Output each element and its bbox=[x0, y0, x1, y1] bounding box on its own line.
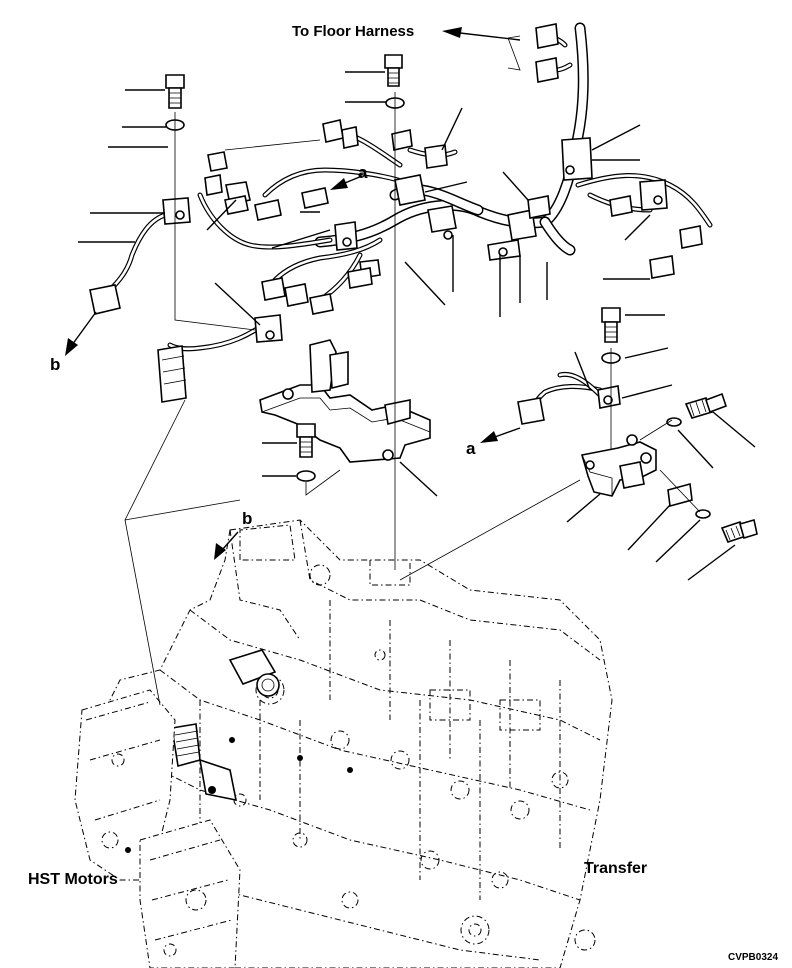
bolt-top-center bbox=[384, 54, 403, 87]
to-floor-harness-arrow bbox=[459, 32, 521, 41]
a-right-arrow bbox=[491, 427, 521, 439]
bolt-center-lower bbox=[296, 423, 316, 458]
clip-small bbox=[667, 482, 693, 508]
washer-far-right bbox=[666, 417, 682, 427]
bolt-far-right-upper bbox=[684, 392, 728, 419]
a-top-arrow-head bbox=[330, 178, 348, 190]
bolt-top-left bbox=[165, 74, 185, 109]
wire-connectors bbox=[89, 23, 703, 425]
hst-motors-label: HST Motors bbox=[28, 871, 118, 888]
a-right-arrow-head bbox=[480, 431, 498, 443]
hst-motors-housing bbox=[74, 689, 241, 968]
center-bracket bbox=[259, 339, 431, 463]
right-bracket bbox=[580, 434, 657, 497]
to-floor-harness-label: To Floor Harness bbox=[292, 23, 414, 40]
washer-lower-right bbox=[695, 509, 711, 519]
figure-code: CVPB0324 bbox=[728, 952, 778, 963]
callout-a-top: a bbox=[358, 163, 368, 182]
assembly-lines bbox=[124, 35, 701, 706]
b-center-arrow-head bbox=[214, 543, 226, 560]
b-left-arrow-head bbox=[65, 338, 78, 356]
leader-lines bbox=[78, 71, 756, 581]
wiring-harness bbox=[107, 22, 713, 413]
bolts-and-washers bbox=[165, 54, 758, 543]
bolt-far-right-lower bbox=[720, 518, 758, 543]
to-floor-harness-arrow-head bbox=[442, 27, 462, 38]
b-left-arrow bbox=[71, 311, 97, 346]
arrows bbox=[65, 27, 521, 560]
callout-b-center: b bbox=[242, 509, 252, 528]
b-center-arrow bbox=[221, 531, 239, 551]
harness-clamps bbox=[162, 137, 668, 409]
washer-center-lower bbox=[296, 470, 316, 482]
callout-b-left: b bbox=[50, 355, 60, 374]
callout-a-right: a bbox=[466, 439, 476, 458]
transfer-label: Transfer bbox=[584, 860, 647, 877]
bolt-right bbox=[601, 307, 621, 343]
